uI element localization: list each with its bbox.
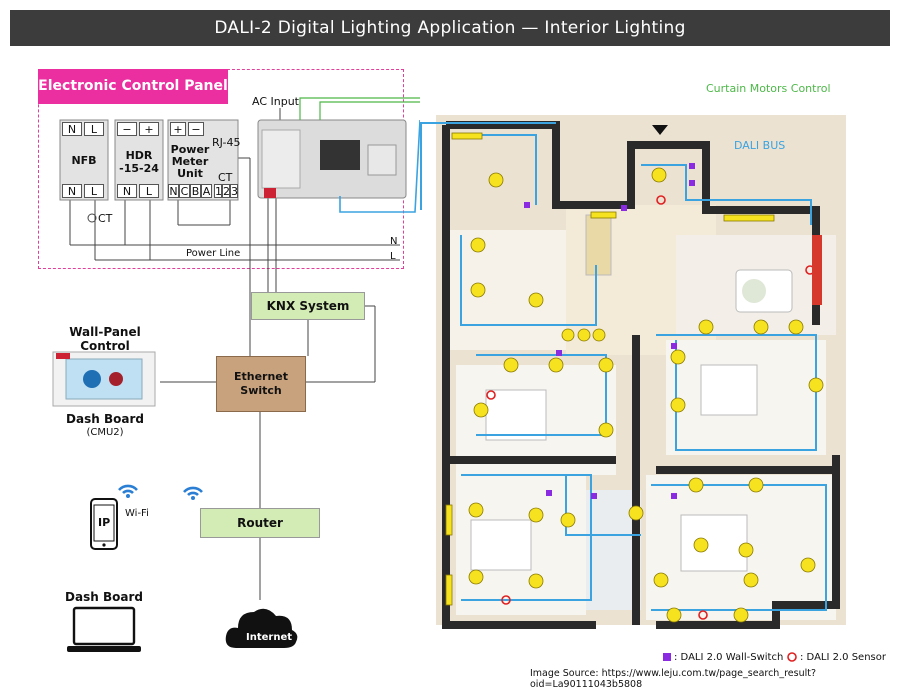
ethernet-switch-line1: Ethernet bbox=[233, 370, 289, 383]
hdr-top-plus: + bbox=[139, 122, 159, 136]
control-panel-title: Electronic Control Panel bbox=[38, 69, 228, 104]
nfb-bottom-l: L bbox=[84, 184, 104, 198]
laptop-dash-board-label: Dash Board bbox=[65, 590, 143, 604]
wifi-icon bbox=[118, 484, 138, 498]
rj45-label: RJ-45 bbox=[212, 136, 241, 149]
meter-ct3: 3 bbox=[230, 184, 238, 198]
meter-ct1: 1 bbox=[214, 184, 222, 198]
ethernet-switch-line2: Switch bbox=[240, 384, 282, 397]
l-label: L bbox=[390, 251, 396, 262]
wiring-diagram bbox=[59, 97, 420, 600]
nfb-bottom-n: N bbox=[62, 184, 82, 198]
wifi-label: Wi-Fi bbox=[125, 508, 149, 519]
meter-a: A bbox=[201, 184, 212, 198]
n-label: N bbox=[390, 236, 398, 247]
ethernet-switch-box: Ethernet Switch bbox=[216, 356, 306, 412]
phone-icon bbox=[90, 498, 118, 550]
image-source: Image Source: https://www.leju.com.tw/pa… bbox=[530, 668, 817, 690]
floor-plan bbox=[420, 115, 846, 629]
curtain-motors-label: Curtain Motors Control bbox=[706, 82, 831, 95]
page-title: DALI-2 Digital Lighting Application — In… bbox=[10, 10, 890, 46]
sensor-legend-label: : DALI 2.0 Sensor bbox=[800, 652, 886, 663]
laptop-icon bbox=[67, 606, 141, 652]
meter-ct2: 2 bbox=[222, 184, 230, 198]
phone-ip-label: IP bbox=[98, 516, 111, 529]
sensor-legend-icon bbox=[787, 652, 797, 662]
wall-switch-legend-label: : DALI 2.0 Wall-Switch bbox=[674, 652, 784, 663]
wall-panel-title-1: Wall-Panel bbox=[69, 325, 141, 339]
meter-top-plus: + bbox=[170, 122, 186, 136]
meter-label-1: Power bbox=[170, 143, 210, 156]
wall-switch-legend-icon bbox=[663, 653, 671, 661]
meter-label-3: Unit bbox=[177, 167, 203, 180]
nfb-label: NFB bbox=[71, 154, 97, 167]
ct-label: CT bbox=[98, 212, 113, 225]
wifi-icon-2 bbox=[183, 486, 203, 500]
internet-label: Internet bbox=[246, 632, 293, 643]
nfb-top-n: N bbox=[62, 122, 82, 136]
meter-c: C bbox=[179, 184, 190, 198]
wall-panel-title-2: Control bbox=[80, 339, 130, 353]
hdr-label-1: HDR bbox=[125, 149, 153, 162]
power-line-label: Power Line bbox=[186, 248, 241, 259]
hdr-bottom-n: N bbox=[117, 184, 137, 198]
hdr-top-minus: − bbox=[117, 122, 137, 136]
wall-panel-model: (CMU2) bbox=[86, 427, 124, 438]
hdr-label-2: -15-24 bbox=[119, 162, 159, 175]
dali-bus-label: DALI BUS bbox=[734, 139, 786, 152]
wall-panel-dash-board: Dash Board bbox=[66, 412, 144, 426]
knx-system-box: KNX System bbox=[251, 292, 365, 320]
cloud-icon bbox=[225, 608, 298, 648]
meter-ct-label: CT bbox=[218, 171, 233, 184]
ac-input-label: AC Input bbox=[252, 95, 299, 108]
hdr-bottom-l: L bbox=[139, 184, 159, 198]
meter-b: B bbox=[190, 184, 201, 198]
wall-panel-device bbox=[52, 351, 156, 407]
router-box: Router bbox=[200, 508, 320, 538]
nfb-top-l: L bbox=[84, 122, 104, 136]
meter-n: N bbox=[168, 184, 179, 198]
meter-top-minus: − bbox=[188, 122, 204, 136]
meter-label-2: Meter bbox=[171, 155, 209, 168]
